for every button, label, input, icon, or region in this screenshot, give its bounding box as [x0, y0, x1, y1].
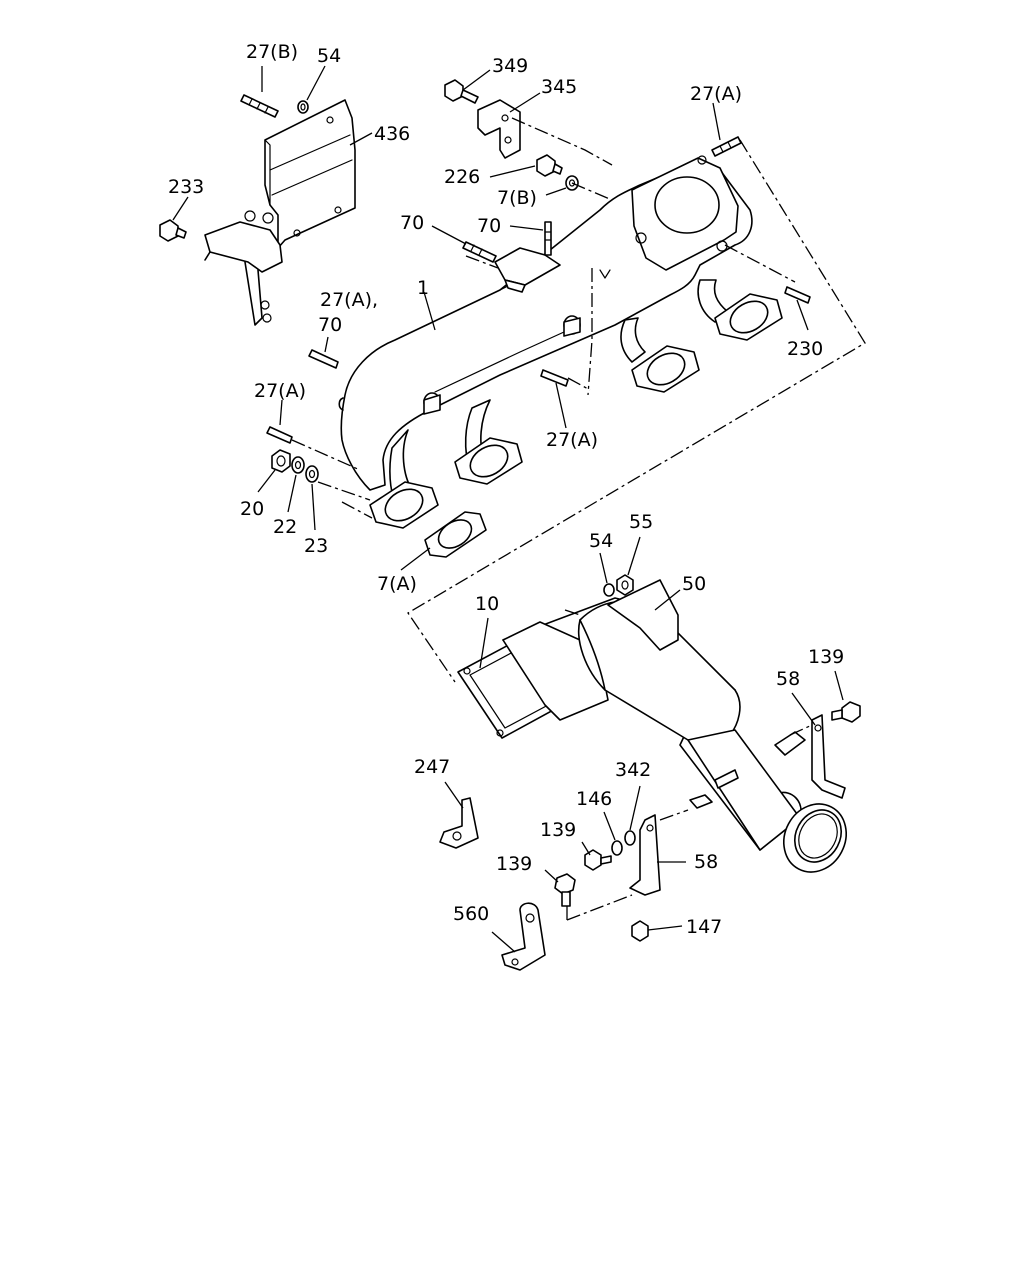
stud-27a-left	[266, 426, 293, 444]
label-20: 20	[240, 498, 264, 520]
label-230: 230	[787, 338, 823, 360]
label-58-lower: 58	[694, 851, 718, 873]
washer-23	[305, 465, 319, 483]
nut-55	[616, 574, 634, 596]
label-146: 146	[576, 788, 612, 810]
label-1: 1	[417, 277, 429, 299]
port-flange-2	[454, 437, 523, 485]
label-50: 50	[682, 573, 706, 595]
label-23: 23	[304, 535, 328, 557]
label-139-right: 139	[808, 646, 844, 668]
stud-70-mid	[544, 221, 552, 256]
stud-230	[784, 286, 811, 304]
label-147: 147	[686, 916, 722, 938]
washer-54-mid	[603, 583, 615, 597]
label-226: 226	[444, 166, 480, 188]
stud-27a-center	[540, 369, 569, 387]
washer-146	[611, 840, 623, 856]
label-27b: 27(B)	[246, 41, 298, 63]
bolt-139-right	[831, 701, 861, 723]
nut-147	[631, 920, 649, 942]
bracket-58-upper	[811, 714, 846, 799]
washer-342	[624, 830, 636, 846]
label-58-upper: 58	[776, 668, 800, 690]
bolt-349	[444, 79, 479, 104]
label-22: 22	[273, 516, 297, 538]
part-labels: 27(B) 54 436 233 349 345 27(A) 226 7(B) …	[168, 41, 844, 938]
port-flange-1	[369, 481, 439, 529]
label-139-lower: 139	[496, 853, 532, 875]
label-342: 342	[615, 759, 651, 781]
bracket-345	[477, 99, 521, 159]
exhaust-pipe-50	[502, 579, 847, 873]
label-27a-70: 27(A),	[320, 289, 378, 311]
bolt-233	[159, 219, 187, 242]
label-7a: 7(A)	[377, 573, 417, 595]
bolt-139-mid	[584, 849, 612, 871]
bolt-139-lower	[554, 873, 576, 907]
exhaust-manifold-1	[338, 155, 783, 529]
stud-27a-70	[308, 349, 339, 369]
bracket-58-lower	[629, 814, 661, 896]
label-7b: 7(B)	[497, 187, 537, 209]
label-10: 10	[475, 593, 499, 615]
gasket-7a	[424, 511, 487, 558]
washer-22	[291, 456, 305, 474]
lower-assembly-lines	[564, 609, 813, 921]
label-54-mid: 54	[589, 530, 613, 552]
nut-20	[271, 449, 291, 473]
label-27a-topright: 27(A)	[690, 83, 742, 105]
label-349: 349	[492, 55, 528, 77]
label-70-mid: 70	[477, 215, 501, 237]
label-70-left: 70	[400, 212, 424, 234]
label-55: 55	[629, 511, 653, 533]
heat-shield-bracket-436	[204, 99, 356, 326]
stud-27a-topright	[711, 136, 742, 157]
sleeve-tubes	[423, 315, 581, 415]
stud-70-left	[462, 241, 497, 263]
label-70-lower: 70	[318, 314, 342, 336]
port-flange-4	[714, 293, 783, 341]
label-233: 233	[168, 176, 204, 198]
port-flange-3	[631, 345, 700, 393]
label-139-mid: 139	[540, 819, 576, 841]
label-247: 247	[414, 756, 450, 778]
label-560: 560	[453, 903, 489, 925]
bracket-560	[501, 902, 546, 971]
stud-27b	[240, 94, 279, 118]
washer-54-top	[297, 100, 309, 114]
label-27a-left: 27(A)	[254, 380, 306, 402]
bracket-247	[439, 797, 479, 849]
label-436: 436	[374, 123, 410, 145]
assembly-lines	[291, 117, 866, 683]
label-54-top: 54	[317, 45, 341, 67]
bolt-226	[536, 154, 563, 177]
label-27a-center: 27(A)	[546, 429, 598, 451]
leader-lines	[172, 65, 844, 953]
label-345: 345	[541, 76, 577, 98]
